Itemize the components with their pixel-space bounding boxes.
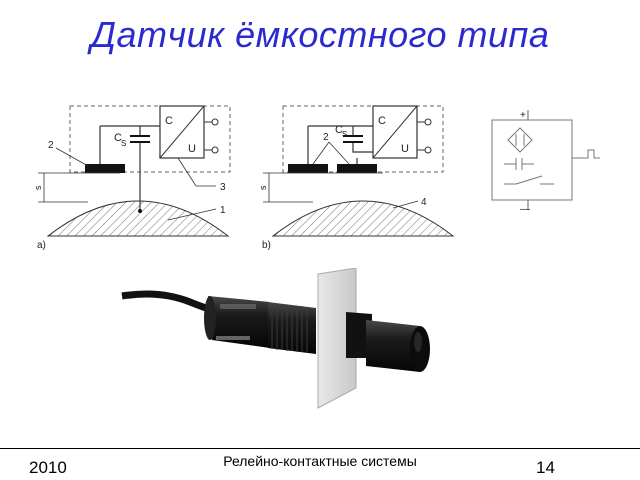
converter-top: C	[165, 115, 173, 127]
callout-4: 4	[421, 197, 427, 208]
terminal-top	[211, 118, 219, 126]
symbol-box	[491, 119, 573, 201]
target-object	[46, 200, 230, 237]
converter-bottom: U	[188, 143, 196, 155]
target-object	[271, 200, 455, 237]
callout-3: 3	[220, 182, 226, 193]
caption-b: b)	[262, 240, 271, 251]
callout-2: 2	[48, 140, 54, 151]
caption-a: a)	[37, 240, 46, 251]
converter-bottom: U	[401, 143, 409, 155]
cap-label: C	[335, 124, 343, 136]
housing-outline	[69, 105, 231, 173]
symbol-plus: +	[520, 110, 526, 121]
callout-1: 1	[220, 205, 226, 216]
callout-2: 2	[323, 132, 329, 143]
sensor-photo	[121, 268, 430, 409]
terminal-bottom	[424, 146, 432, 154]
page-number: 14	[536, 458, 555, 477]
converter-top: C	[378, 115, 386, 127]
cap-sub: S	[342, 130, 347, 139]
electrode-plate-right	[337, 164, 377, 173]
wire-top	[100, 125, 161, 130]
footer-divider	[0, 448, 640, 449]
capacitive-sensor-symbol: + —	[491, 110, 600, 215]
cap-sub: S	[121, 139, 126, 148]
symbol-minus: —	[520, 204, 530, 215]
electrode-plate-left	[288, 164, 328, 173]
footer-year: 2010	[29, 458, 67, 477]
gap-label: s	[33, 185, 43, 190]
terminal-top	[424, 118, 432, 126]
electrode-plate	[85, 164, 125, 173]
terminal-bottom	[211, 146, 219, 154]
diagram-b: C S C U s 2 4 b)	[258, 105, 455, 251]
diamond-icon	[507, 127, 533, 153]
pulse-icon	[582, 149, 600, 159]
sensor-rear-body	[208, 296, 270, 348]
footer-title: Релейно-контактные системы	[223, 453, 417, 469]
sensor-front-body	[366, 320, 420, 372]
diagram-a: C S C U s 2 3 1 a)	[33, 105, 231, 251]
cap-label: C	[114, 132, 122, 144]
mounting-plate	[317, 268, 357, 409]
gap-label: s	[258, 185, 268, 190]
slide-title: Датчик ёмкостного типа	[90, 14, 550, 55]
housing-outline	[282, 105, 444, 173]
